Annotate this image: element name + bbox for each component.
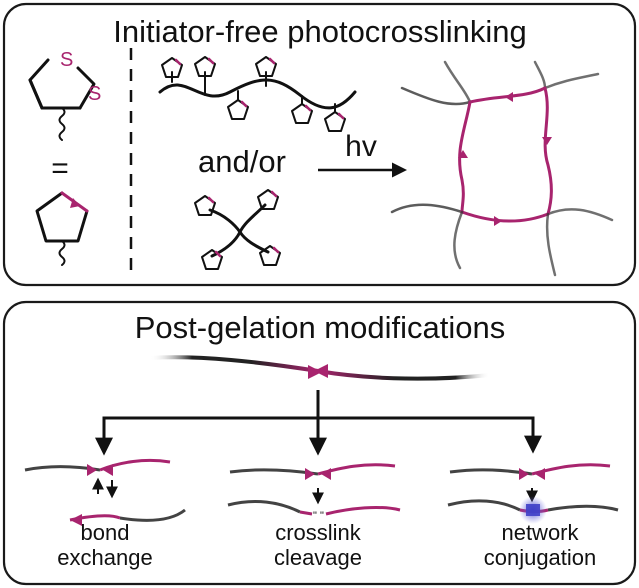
network-conjugation-scheme: network conjugation bbox=[447, 463, 619, 570]
top-panel-title: Initiator-free photocrosslinking bbox=[113, 14, 527, 49]
bottom-panel: Post-gelation modifications bond bbox=[2, 300, 637, 586]
cleaved-end-mark-icon: " " bbox=[313, 510, 324, 522]
linear-polymer-icon bbox=[158, 56, 357, 132]
star-polymer-icon bbox=[194, 189, 281, 270]
bond-exchange-scheme: bond exchange bbox=[24, 458, 186, 570]
outcome-1-line1: bond bbox=[81, 520, 130, 545]
branch-arrows bbox=[95, 390, 542, 456]
hv-label: hv bbox=[345, 130, 377, 163]
linker-squiggle-icon bbox=[58, 107, 66, 141]
outcome-3-line1: network bbox=[501, 520, 579, 545]
outcome-2-line1: crosslink bbox=[275, 520, 362, 545]
outcome-3-line2: conjugation bbox=[484, 545, 597, 570]
top-panel-frame bbox=[2, 2, 637, 287]
outcome-2-line2: cleavage bbox=[274, 545, 362, 570]
and-or-label: and/or bbox=[198, 144, 286, 179]
bottom-panel-title: Post-gelation modifications bbox=[135, 310, 505, 345]
equals-sign: = bbox=[51, 152, 69, 185]
top-panel: Initiator-free photocrosslinking S S = bbox=[2, 2, 637, 287]
sulfur-atom-1: S bbox=[60, 49, 73, 71]
crosslinked-network bbox=[390, 60, 614, 277]
pentagon-symbol bbox=[35, 191, 89, 266]
sulfur-atom-2: S bbox=[88, 83, 101, 105]
main-crosslink bbox=[148, 355, 492, 381]
outcome-1-line2: exchange bbox=[57, 545, 152, 570]
dithiolane-structure: S S bbox=[28, 49, 101, 141]
crosslink-cleavage-scheme: " " crosslink cleavage bbox=[227, 463, 401, 570]
